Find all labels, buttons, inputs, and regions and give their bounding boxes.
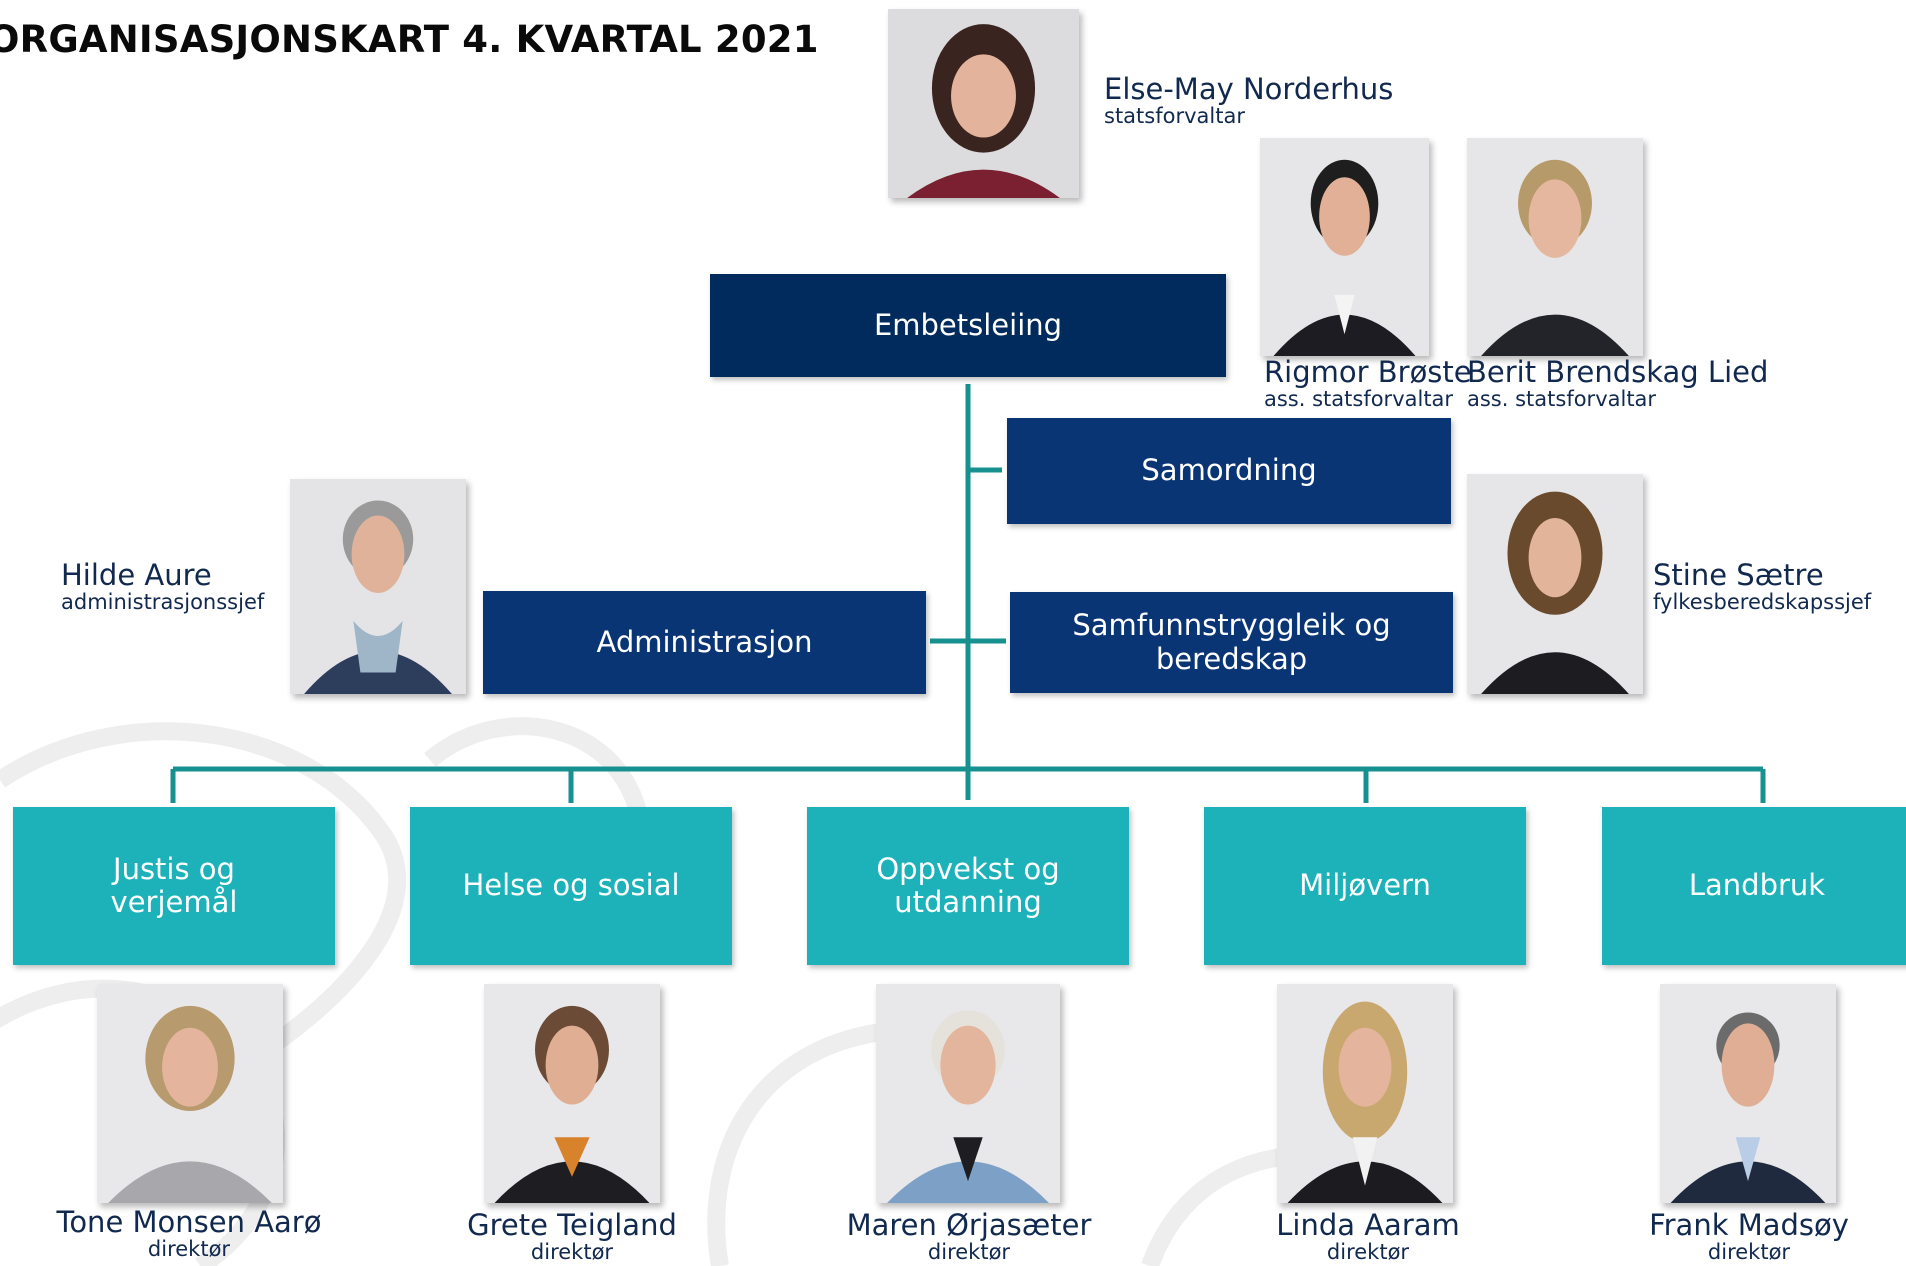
- person-role: direktør: [530, 1240, 614, 1265]
- unit-embetsleiing: Embetsleiing: [710, 274, 1226, 377]
- unit-helse-og-sosial: Helse og sosial: [410, 807, 732, 965]
- portrait-berit-brendskag-lied: [1467, 138, 1643, 356]
- person-name: Maren Ørjasæter: [846, 1208, 1092, 1242]
- portrait-else-may-norderhus: [888, 9, 1079, 198]
- portrait-stine-saetre: [1467, 474, 1643, 694]
- caption-else-may-norderhus: Else-May Norderhus statsforvaltar: [1104, 74, 1393, 129]
- unit-miljovern: Miljøvern: [1204, 807, 1526, 965]
- caption-grete-teigland: Grete Teigland direktør: [467, 1210, 677, 1265]
- caption-berit-brendskag-lied: Berit Brendskag Lied ass. statsforvaltar: [1467, 357, 1768, 412]
- caption-linda-aaram: Linda Aaram direktør: [1276, 1210, 1460, 1265]
- person-role: ass. statsforvaltar: [1264, 387, 1454, 412]
- unit-justis-og-verjemal: Justis og verjemål: [13, 807, 335, 965]
- person-name: Rigmor Brøste: [1264, 355, 1472, 389]
- person-name: Berit Brendskag Lied: [1467, 355, 1769, 389]
- person-role: ass. statsforvaltar: [1467, 387, 1657, 412]
- person-role: direktør: [1707, 1240, 1791, 1265]
- caption-tone-monsen-aaro: Tone Monsen Aarø direktør: [57, 1207, 322, 1262]
- person-name: Else-May Norderhus: [1104, 72, 1394, 106]
- portrait-frank-madsoy: [1660, 984, 1836, 1203]
- person-name: Grete Teigland: [467, 1208, 677, 1242]
- caption-rigmor-broste: Rigmor Brøste ass. statsforvaltar: [1264, 357, 1472, 412]
- person-role: administrasjonssjef: [61, 590, 265, 615]
- person-name: Linda Aaram: [1276, 1208, 1460, 1242]
- person-role: direktør: [147, 1237, 231, 1262]
- page-title: ORGANISASJONSKART 4. KVARTAL 2021: [0, 18, 819, 61]
- caption-stine-saetre: Stine Sætre fylkesberedskapssjef: [1653, 560, 1871, 615]
- unit-landbruk: Landbruk: [1602, 807, 1906, 965]
- person-role: direktør: [927, 1240, 1011, 1265]
- unit-oppvekst-og-utdanning: Oppvekst og utdanning: [807, 807, 1129, 965]
- portrait-grete-teigland: [484, 984, 660, 1203]
- person-role: fylkesberedskapssjef: [1653, 590, 1872, 615]
- portrait-hilde-aure: [290, 479, 466, 694]
- person-role: statsforvaltar: [1104, 104, 1245, 129]
- person-name: Stine Sætre: [1653, 558, 1824, 592]
- unit-samordning: Samordning: [1007, 418, 1451, 524]
- person-name: Tone Monsen Aarø: [56, 1205, 322, 1239]
- person-name: Frank Madsøy: [1649, 1208, 1849, 1242]
- unit-samfunnstryggleik: Samfunnstryggleik og beredskap: [1010, 592, 1453, 693]
- portrait-tone-monsen-aaro: [97, 984, 283, 1203]
- caption-maren-orjasaeter: Maren Ørjasæter direktør: [847, 1210, 1092, 1265]
- unit-administrasjon: Administrasjon: [483, 591, 926, 694]
- person-name: Hilde Aure: [61, 558, 212, 592]
- person-role: direktør: [1326, 1240, 1410, 1265]
- caption-frank-madsoy: Frank Madsøy direktør: [1649, 1210, 1849, 1265]
- caption-hilde-aure: Hilde Aure administrasjonssjef: [61, 560, 264, 615]
- portrait-linda-aaram: [1277, 984, 1453, 1203]
- portrait-maren-orjasaeter: [876, 984, 1060, 1203]
- portrait-rigmor-broste: [1260, 138, 1429, 356]
